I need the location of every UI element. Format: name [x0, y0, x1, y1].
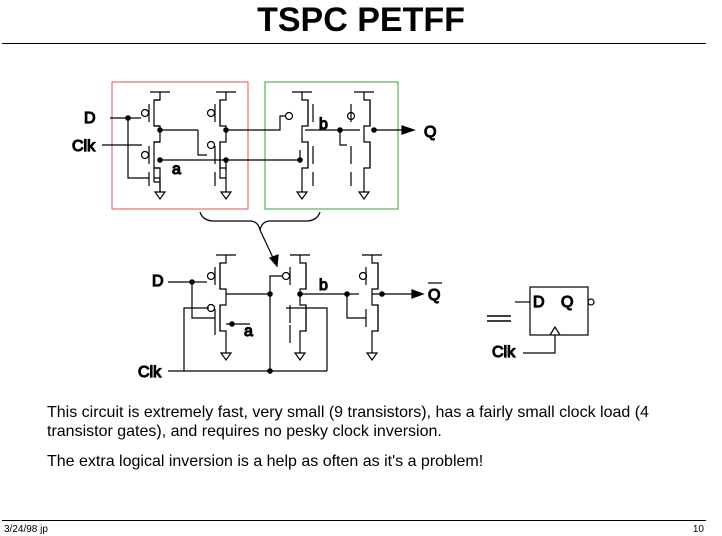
- top-clk-label: Clk: [72, 138, 96, 155]
- stage2-box: [264, 81, 399, 210]
- description-paragraph-2: The extra logical inversion is a help as…: [47, 453, 484, 470]
- top-junction-dots: [125, 115, 377, 163]
- bottom-wiring: [168, 275, 425, 372]
- bottom-qbar-label: Q: [428, 287, 440, 304]
- ff-d-label: D: [533, 294, 545, 311]
- top-d-label: D: [84, 110, 96, 127]
- merge-arrow-head: [268, 254, 279, 268]
- footer-divider: [2, 520, 706, 521]
- bottom-clk-label: Clk: [138, 364, 162, 381]
- title-divider: [2, 43, 706, 44]
- bottom-node-a-label: a: [244, 323, 253, 340]
- top-node-a-label: a: [172, 161, 181, 178]
- bottom-stage2: [281, 254, 310, 362]
- bottom-stage3: [358, 254, 382, 362]
- bottom-node-b-label: b: [319, 277, 328, 294]
- top-node-b-label: b: [319, 116, 328, 133]
- top-q-label: Q: [424, 124, 436, 141]
- bottom-junction-dots: [189, 279, 385, 374]
- ff-clk-label: Clk: [492, 344, 516, 361]
- footer-date: 3/24/98 jp: [4, 524, 48, 535]
- bottom-stage1: [206, 254, 236, 362]
- footer-page-number: 10: [692, 524, 704, 535]
- bottom-d-label: D: [152, 273, 164, 290]
- page-title: TSPC PETFF: [257, 1, 465, 39]
- ff-q-label: Q: [561, 294, 573, 311]
- top-stage2: [284, 91, 374, 201]
- merge-brace: [199, 211, 321, 231]
- description-paragraph-1: This circuit is extremely fast, very sma…: [47, 404, 649, 440]
- ff-symbol: [515, 286, 595, 354]
- equals-sign: [487, 315, 511, 322]
- top-stage1: [140, 91, 236, 201]
